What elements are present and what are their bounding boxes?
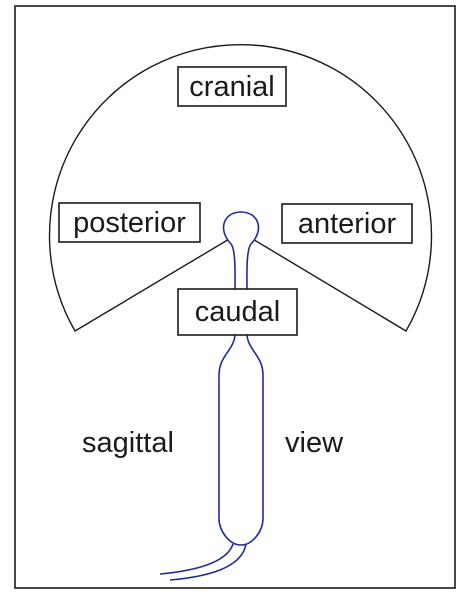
caudal-label: caudal <box>195 296 280 328</box>
organism-tail-lower <box>170 544 246 580</box>
caudal-label-box: caudal <box>178 289 297 335</box>
cranial-label-box: cranial <box>178 67 286 106</box>
anterior-label: anterior <box>298 208 397 240</box>
organism-outline <box>219 212 263 545</box>
cranial-label: cranial <box>189 71 274 103</box>
posterior-label-box: posterior <box>59 203 200 242</box>
view-caption-left: sagittal <box>82 427 174 459</box>
posterior-label: posterior <box>73 207 186 239</box>
view-caption-right: view <box>285 427 344 459</box>
anterior-label-box: anterior <box>282 204 412 243</box>
